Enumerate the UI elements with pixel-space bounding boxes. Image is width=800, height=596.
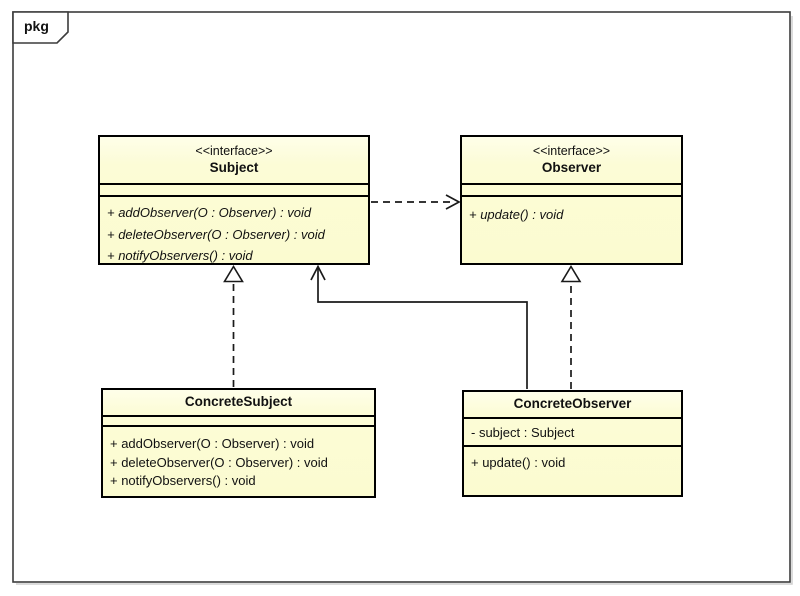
operation: + addObserver(O : Observer) : void [110,436,315,451]
class-header: <<interface>> Observer [462,137,681,183]
attributes-compartment: - subject : Subject [464,417,681,445]
class-header: ConcreteObserver [464,392,681,417]
operation: + notifyObservers() : void [107,248,253,263]
class-name: ConcreteObserver [513,396,632,411]
operation: + update() : void [469,207,564,222]
class-stereotype: <<interface>> [195,144,273,158]
class-name: Observer [541,160,602,175]
dependency-arrow-subject-observer[interactable] [371,194,461,210]
attributes-compartment [103,415,374,425]
operation: + update() : void [471,455,566,470]
package-label: pkg [24,18,49,34]
operations-compartment: + update() : void [462,195,681,265]
operation: + deleteObserver(O : Observer) : void [110,454,328,470]
attributes-compartment [100,183,368,195]
class-concrete-subject[interactable]: ConcreteSubject + addObserver(O : Observ… [101,388,376,498]
package-frame [12,11,791,583]
class-subject[interactable]: <<interface>> Subject + addObserver(O : … [98,135,370,265]
frame-shadow [16,16,793,585]
operation: + notifyObservers() : void [110,473,256,488]
realization-arrow-concretesubject-subject[interactable] [223,264,244,388]
package-tab [12,11,69,44]
class-observer[interactable]: <<interface>> Observer + update() : void [460,135,683,265]
operation: + addObserver(O : Observer) : void [107,205,312,220]
operations-compartment: + update() : void [464,445,681,495]
operations-compartment: + addObserver(O : Observer) : void + del… [103,425,374,496]
class-concrete-observer[interactable]: ConcreteObserver - subject : Subject + u… [462,390,683,497]
class-name: ConcreteSubject [184,394,293,409]
class-name: Subject [209,160,259,175]
realization-arrow-concreteobserver-observer[interactable] [560,264,582,390]
class-header: <<interface>> Subject [100,137,368,183]
attributes-compartment [462,183,681,195]
attribute: - subject : Subject [471,425,575,440]
class-header: ConcreteSubject [103,390,374,415]
association-arrow-concreteobserver-subject[interactable] [310,264,528,390]
class-stereotype: <<interface>> [532,144,611,158]
operations-compartment: + addObserver(O : Observer) : void + del… [100,195,368,265]
operation: + deleteObserver(O : Observer) : void [107,226,325,242]
